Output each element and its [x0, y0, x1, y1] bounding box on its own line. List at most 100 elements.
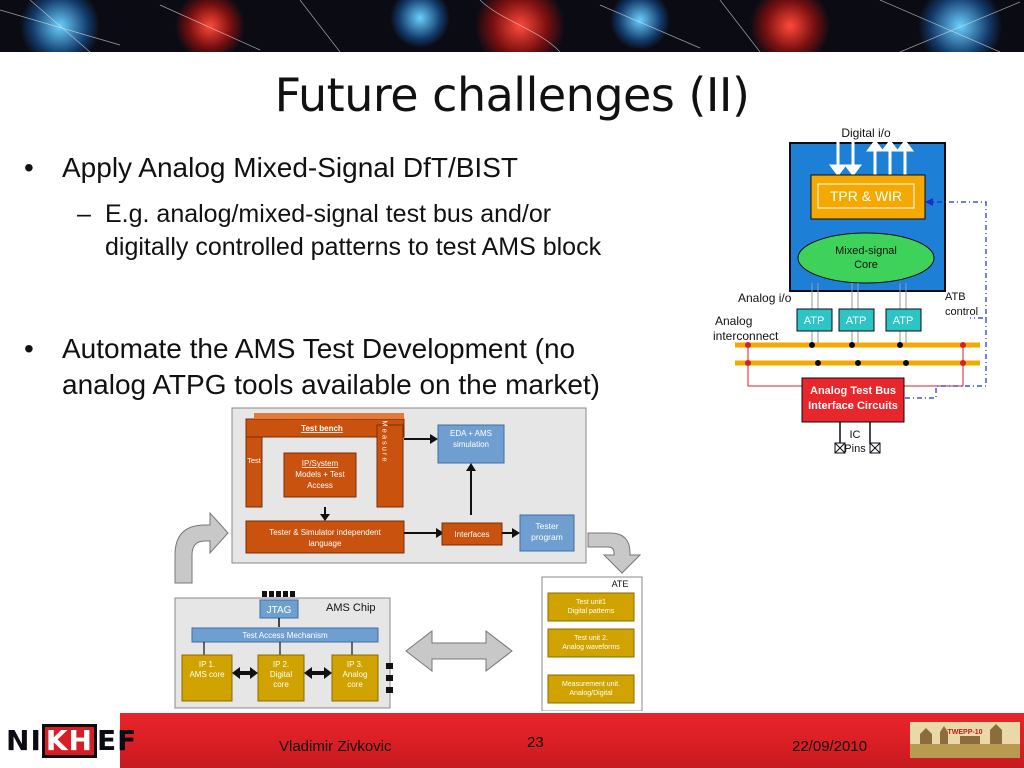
chip-ate-double-arrow-icon	[405, 629, 513, 673]
unit2-label-2: Analog waveforms	[562, 644, 620, 651]
ip1-ams-core	[181, 654, 233, 702]
bus-junctions	[809, 342, 909, 366]
tam-label: Test Access Mechanism	[242, 631, 328, 640]
unit3-label-2: Analog/Digital	[569, 690, 613, 697]
jtag-label: JTAG	[267, 605, 292, 616]
analog-test-bus-interface	[801, 377, 905, 423]
ip2-digital-core	[257, 654, 305, 702]
analog-test-bus-diagram: Digital i/o TPR & WIR Mixed-signal Core …	[713, 126, 987, 455]
unit2-label-1: Test unit 2.	[574, 635, 608, 642]
tester-program-block	[519, 514, 575, 552]
curved-arrow-up-icon	[174, 511, 229, 584]
bullet-dot-icon: •	[24, 152, 34, 183]
twepp-conference-badge: TWEPP-10	[910, 722, 1020, 758]
chip-io-pins	[386, 663, 393, 693]
double-arrow-icon	[232, 667, 258, 679]
bullet-2-line-2: analog ATPG tools available on the marke…	[62, 369, 601, 400]
test-column-label: Test	[247, 456, 262, 465]
logo-kh: KH	[41, 724, 97, 758]
lang-label-1: Tester & Simulator independent	[269, 528, 381, 537]
footer-page-number: 23	[527, 734, 544, 751]
interfaces-label: Interfaces	[454, 530, 489, 539]
ic-pins-label-1: IC	[850, 429, 861, 441]
atp-block-3	[885, 308, 922, 332]
atp-block-1	[796, 308, 833, 332]
eda-ams-simulation-block	[437, 424, 505, 464]
header-banner-image	[0, 0, 1024, 52]
ip3-analog-core	[331, 654, 379, 702]
analog-io-label: Analog i/o	[738, 291, 792, 305]
test-column	[245, 436, 263, 508]
slide-title: Future challenges (II)	[274, 68, 750, 122]
logo-ef: EF	[97, 724, 138, 757]
atp-label-2: ATP	[846, 315, 867, 327]
core-label-2: Core	[854, 259, 878, 271]
footer-bar	[0, 713, 1024, 768]
atp-block-2	[838, 308, 875, 332]
test-bench-label: Test bench	[301, 424, 343, 433]
measurement-unit	[547, 674, 635, 704]
ip-label-1: IP/System	[302, 459, 339, 468]
tpr-wir-label: TPR & WIR	[830, 188, 902, 204]
ate-label: ATE	[612, 579, 629, 589]
double-arrow-icon	[304, 667, 332, 679]
eda-label-2: simulation	[453, 440, 489, 449]
footer-date: 22/09/2010	[792, 738, 868, 755]
bullet-2-line-1: Automate the AMS Test Development (no	[62, 333, 576, 364]
particle-tracks-image	[0, 0, 1024, 52]
atb-control-label-2: control	[945, 306, 978, 318]
right-arrow-icon	[436, 528, 444, 538]
logo-n: N	[6, 724, 31, 757]
bullet-1-text: Apply Analog Mixed-Signal DfT/BIST	[62, 152, 518, 183]
logo-i: I	[30, 724, 42, 757]
ip1-label-2: AMS core	[189, 670, 225, 679]
atp-label-3: ATP	[893, 315, 914, 327]
test-unit-2	[547, 628, 635, 658]
analog-interconnect-label-2: interconnect	[713, 329, 779, 343]
tester-label-2: program	[531, 532, 563, 542]
digital-io-label: Digital i/o	[841, 126, 891, 140]
badge-label: TWEPP-10	[947, 729, 982, 736]
sub-bullet-line-2: digitally controlled patterns to test AM…	[105, 233, 602, 261]
digital-io-arrows	[829, 139, 914, 178]
tpr-wir-inner	[817, 183, 915, 209]
unit1-label-1: Test unit1	[576, 599, 606, 606]
footer-author: Vladimir Zivkovic	[279, 738, 392, 755]
up-arrow-icon	[466, 463, 476, 471]
test-unit-1	[547, 592, 635, 622]
mixed-signal-core	[797, 232, 935, 284]
core-label-1: Mixed-signal	[835, 245, 897, 257]
ip2-label-1: IP 2.	[273, 660, 289, 669]
measure-column-label: Measure	[381, 420, 390, 463]
ip3-label-3: core	[347, 680, 363, 689]
test-access-mechanism-bar	[191, 627, 379, 643]
ic-pins-label-2: Pins	[844, 443, 866, 455]
ip-models-block	[283, 452, 357, 498]
jtag-pins	[262, 591, 295, 597]
ams-test-flow-diagram: Test bench Test Measure IP/System Models…	[174, 407, 643, 711]
right-arrow-icon	[512, 528, 520, 538]
ip-label-3: Access	[307, 481, 333, 490]
eda-label-1: EDA + AMS	[450, 429, 492, 438]
unit1-label-2: Digital patterns	[568, 608, 615, 615]
curved-arrow-down-icon	[587, 532, 642, 574]
sub-bullet-line-1: E.g. analog/mixed-signal test bus and/or	[105, 200, 552, 228]
lang-label-2: language	[309, 539, 342, 548]
right-arrow-icon	[430, 434, 438, 444]
bus-label-2: Interface Circuits	[808, 400, 898, 412]
analog-interconnect-label-1: Analog	[715, 314, 752, 328]
ip-label-2: Models + Test	[295, 470, 345, 479]
atp-label-1: ATP	[804, 315, 825, 327]
ip1-label-1: IP 1.	[199, 660, 215, 669]
tester-label-1: Tester	[535, 521, 558, 531]
unit3-label-1: Measurement unit.	[562, 681, 620, 688]
ip3-label-1: IP 3.	[347, 660, 363, 669]
down-arrow-icon	[320, 514, 330, 521]
ams-chip-label: AMS Chip	[326, 602, 376, 614]
bullet-2: • Automate the AMS Test Development (no …	[24, 331, 601, 403]
independent-language-block	[245, 520, 405, 554]
dash-icon: –	[77, 200, 91, 228]
bus-label-1: Analog Test Bus	[810, 385, 896, 397]
tpr-wir-block	[810, 174, 926, 220]
